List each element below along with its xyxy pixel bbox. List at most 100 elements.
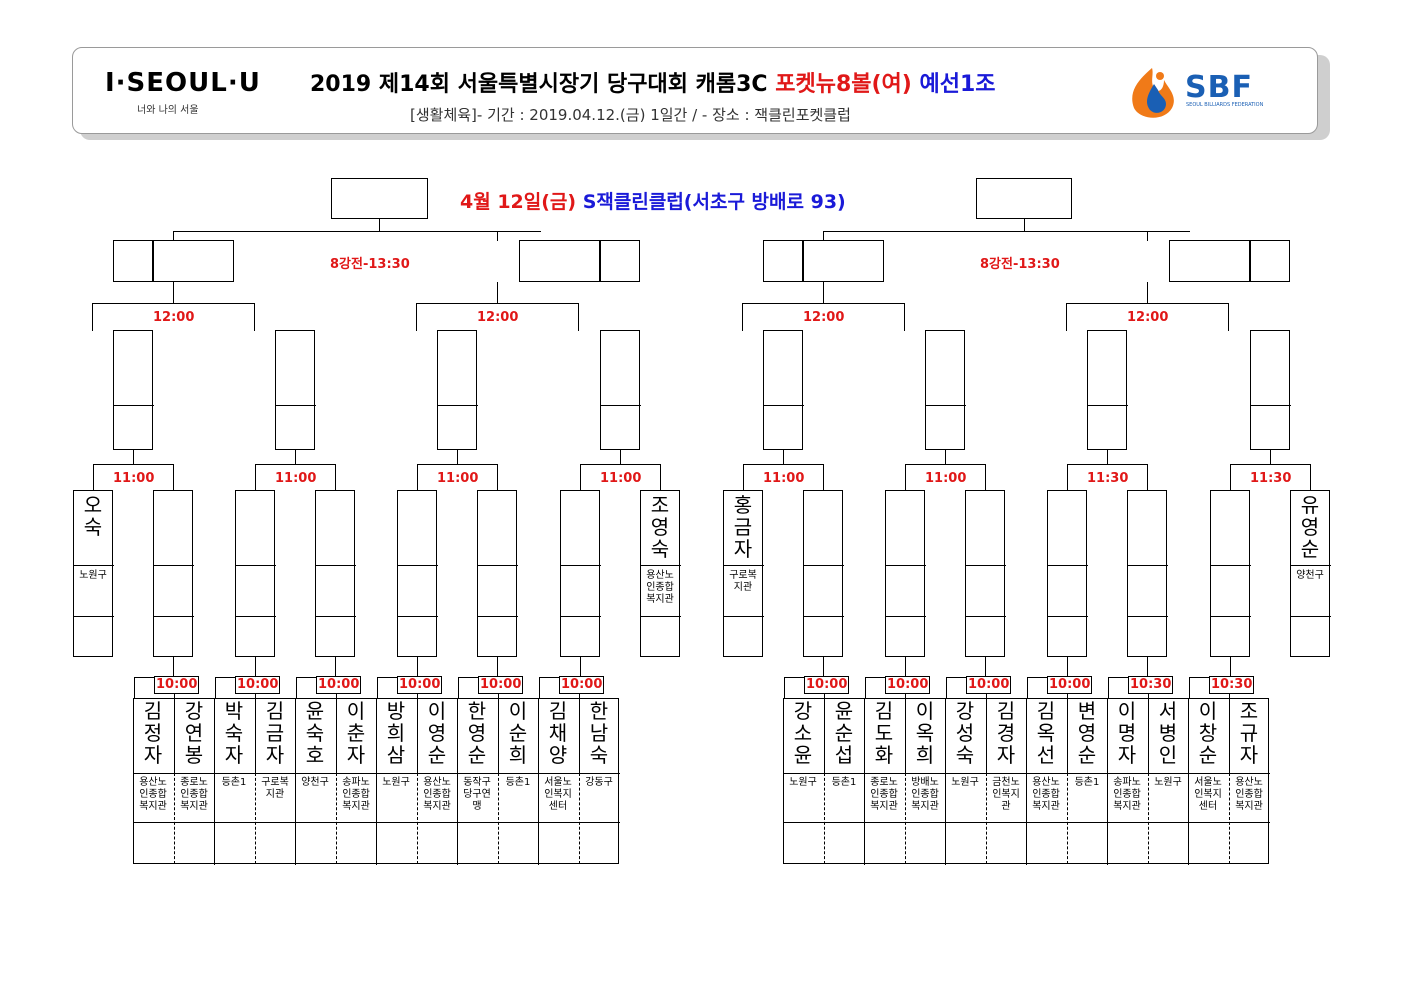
bracket-line [1024,219,1025,232]
quarter-box [519,240,600,282]
bracket-line [235,616,276,617]
logo-subtitle: 너와 나의 서울 [137,105,199,116]
player-club: 서울노 인복지 센터 [544,777,572,812]
bracket-line [1147,464,1148,491]
quarter-box [1169,240,1250,282]
bracket-line [377,677,378,699]
match-time: 11:30 [1250,471,1292,486]
match-time: 11:00 [763,471,805,486]
match-time: 11:00 [113,471,155,486]
player-name: 강 연 봉 [184,699,204,767]
bracket-line [823,657,824,678]
bracket-line [477,565,518,566]
player-name: 한 남 숙 [589,699,609,767]
match-time: 10:00 [316,676,362,694]
round-box [723,490,763,657]
match-time: 8강전-13:30 [330,257,410,272]
bracket-line [417,698,418,774]
title-main: 2019 제14회 서울특별시장기 당구대회 캐롬3C [310,72,768,97]
player-name: 이 순 희 [508,699,528,767]
player-name: 윤 숙 호 [305,699,325,767]
bracket-line [73,616,114,617]
table-divider [1067,773,1068,864]
bracket-line [416,303,417,331]
round-box [1210,490,1250,657]
round-box [275,330,315,450]
bracket-line [437,405,478,406]
bracket-line [640,616,681,617]
player-club: 양천구 [301,777,329,788]
player-club: 양천구 [1296,570,1324,581]
bracket-line [1270,450,1271,465]
bracket-line [336,698,337,774]
match-time: 10:00 [397,676,443,694]
player-club: 용산노 인종합 복지관 [646,570,674,605]
player-name: 조 규 자 [1239,699,1259,767]
player-name: 이 영 순 [427,699,447,767]
round-box [1127,490,1167,657]
bracket-line [93,464,94,491]
round-box [1087,330,1127,450]
bracket-line [578,303,579,331]
player-club: 용산노 인종합 복지관 [423,777,451,812]
bracket-line [417,464,498,465]
bracket-line [560,565,601,566]
bracket-line [1027,677,1028,699]
bracket-line [743,464,824,465]
player-club: 용산노 인종합 복지관 [1032,777,1060,812]
match-time: 11:00 [437,471,479,486]
round-box [397,490,437,657]
player-name: 조 영 숙 [650,493,670,561]
bracket-line [1147,231,1148,241]
player-club: 동작구 당구연 맹 [463,777,491,812]
bracket-line [1087,405,1128,406]
match-time: 12:00 [153,310,195,325]
bracket-line [743,464,744,491]
bracket-line [660,464,661,491]
bracket-line [134,677,135,699]
bracket-line [254,303,255,331]
player-name: 유 영 순 [1300,493,1320,561]
bracket-line [925,405,966,406]
match-time: 10:00 [235,676,281,694]
bracket-line [113,405,154,406]
round-box [1047,490,1087,657]
player-name: 강 성 숙 [955,699,975,767]
bracket-line [965,565,1006,566]
round-box [1290,490,1330,657]
bracket-line [560,616,601,617]
bracket-line [538,698,539,865]
bracket-line [417,657,418,678]
bracket-line [335,657,336,678]
bracket-line [863,231,1190,232]
bracket-line [905,464,906,491]
player-club: 등촌1 [505,777,531,788]
bracket-line [315,565,356,566]
bracket-line [255,657,256,678]
quarter-box [803,240,884,282]
bracket-line [986,698,987,774]
bracket-line [723,565,764,566]
bracket-line [803,565,844,566]
bracket-line [783,450,784,465]
bracket-line [742,303,905,304]
bracket-line [1127,616,1168,617]
player-club: 금천노 인복지 관 [992,777,1020,812]
bracket-line [580,464,581,491]
header-panel [72,47,1318,134]
bracket-line [1067,698,1068,774]
bracket-line [417,464,418,491]
bracket-line [985,464,986,491]
player-club: 구로복 지관 [261,777,289,800]
player-name: 한 영 순 [467,699,487,767]
player-name: 변 영 순 [1077,699,1097,767]
page-subtitle: [생활체육]- 기간 : 2019.04.12.(금) 1일간 / - 장소 :… [410,106,851,124]
bracket-line [379,219,380,232]
bracket-line [742,303,743,331]
bracket-line [1147,282,1148,304]
bracket-line [620,450,621,465]
player-name: 김 도 화 [874,699,894,767]
quarter-box [153,240,234,282]
table-divider [1148,773,1149,864]
match-time: 10:00 [478,676,524,694]
